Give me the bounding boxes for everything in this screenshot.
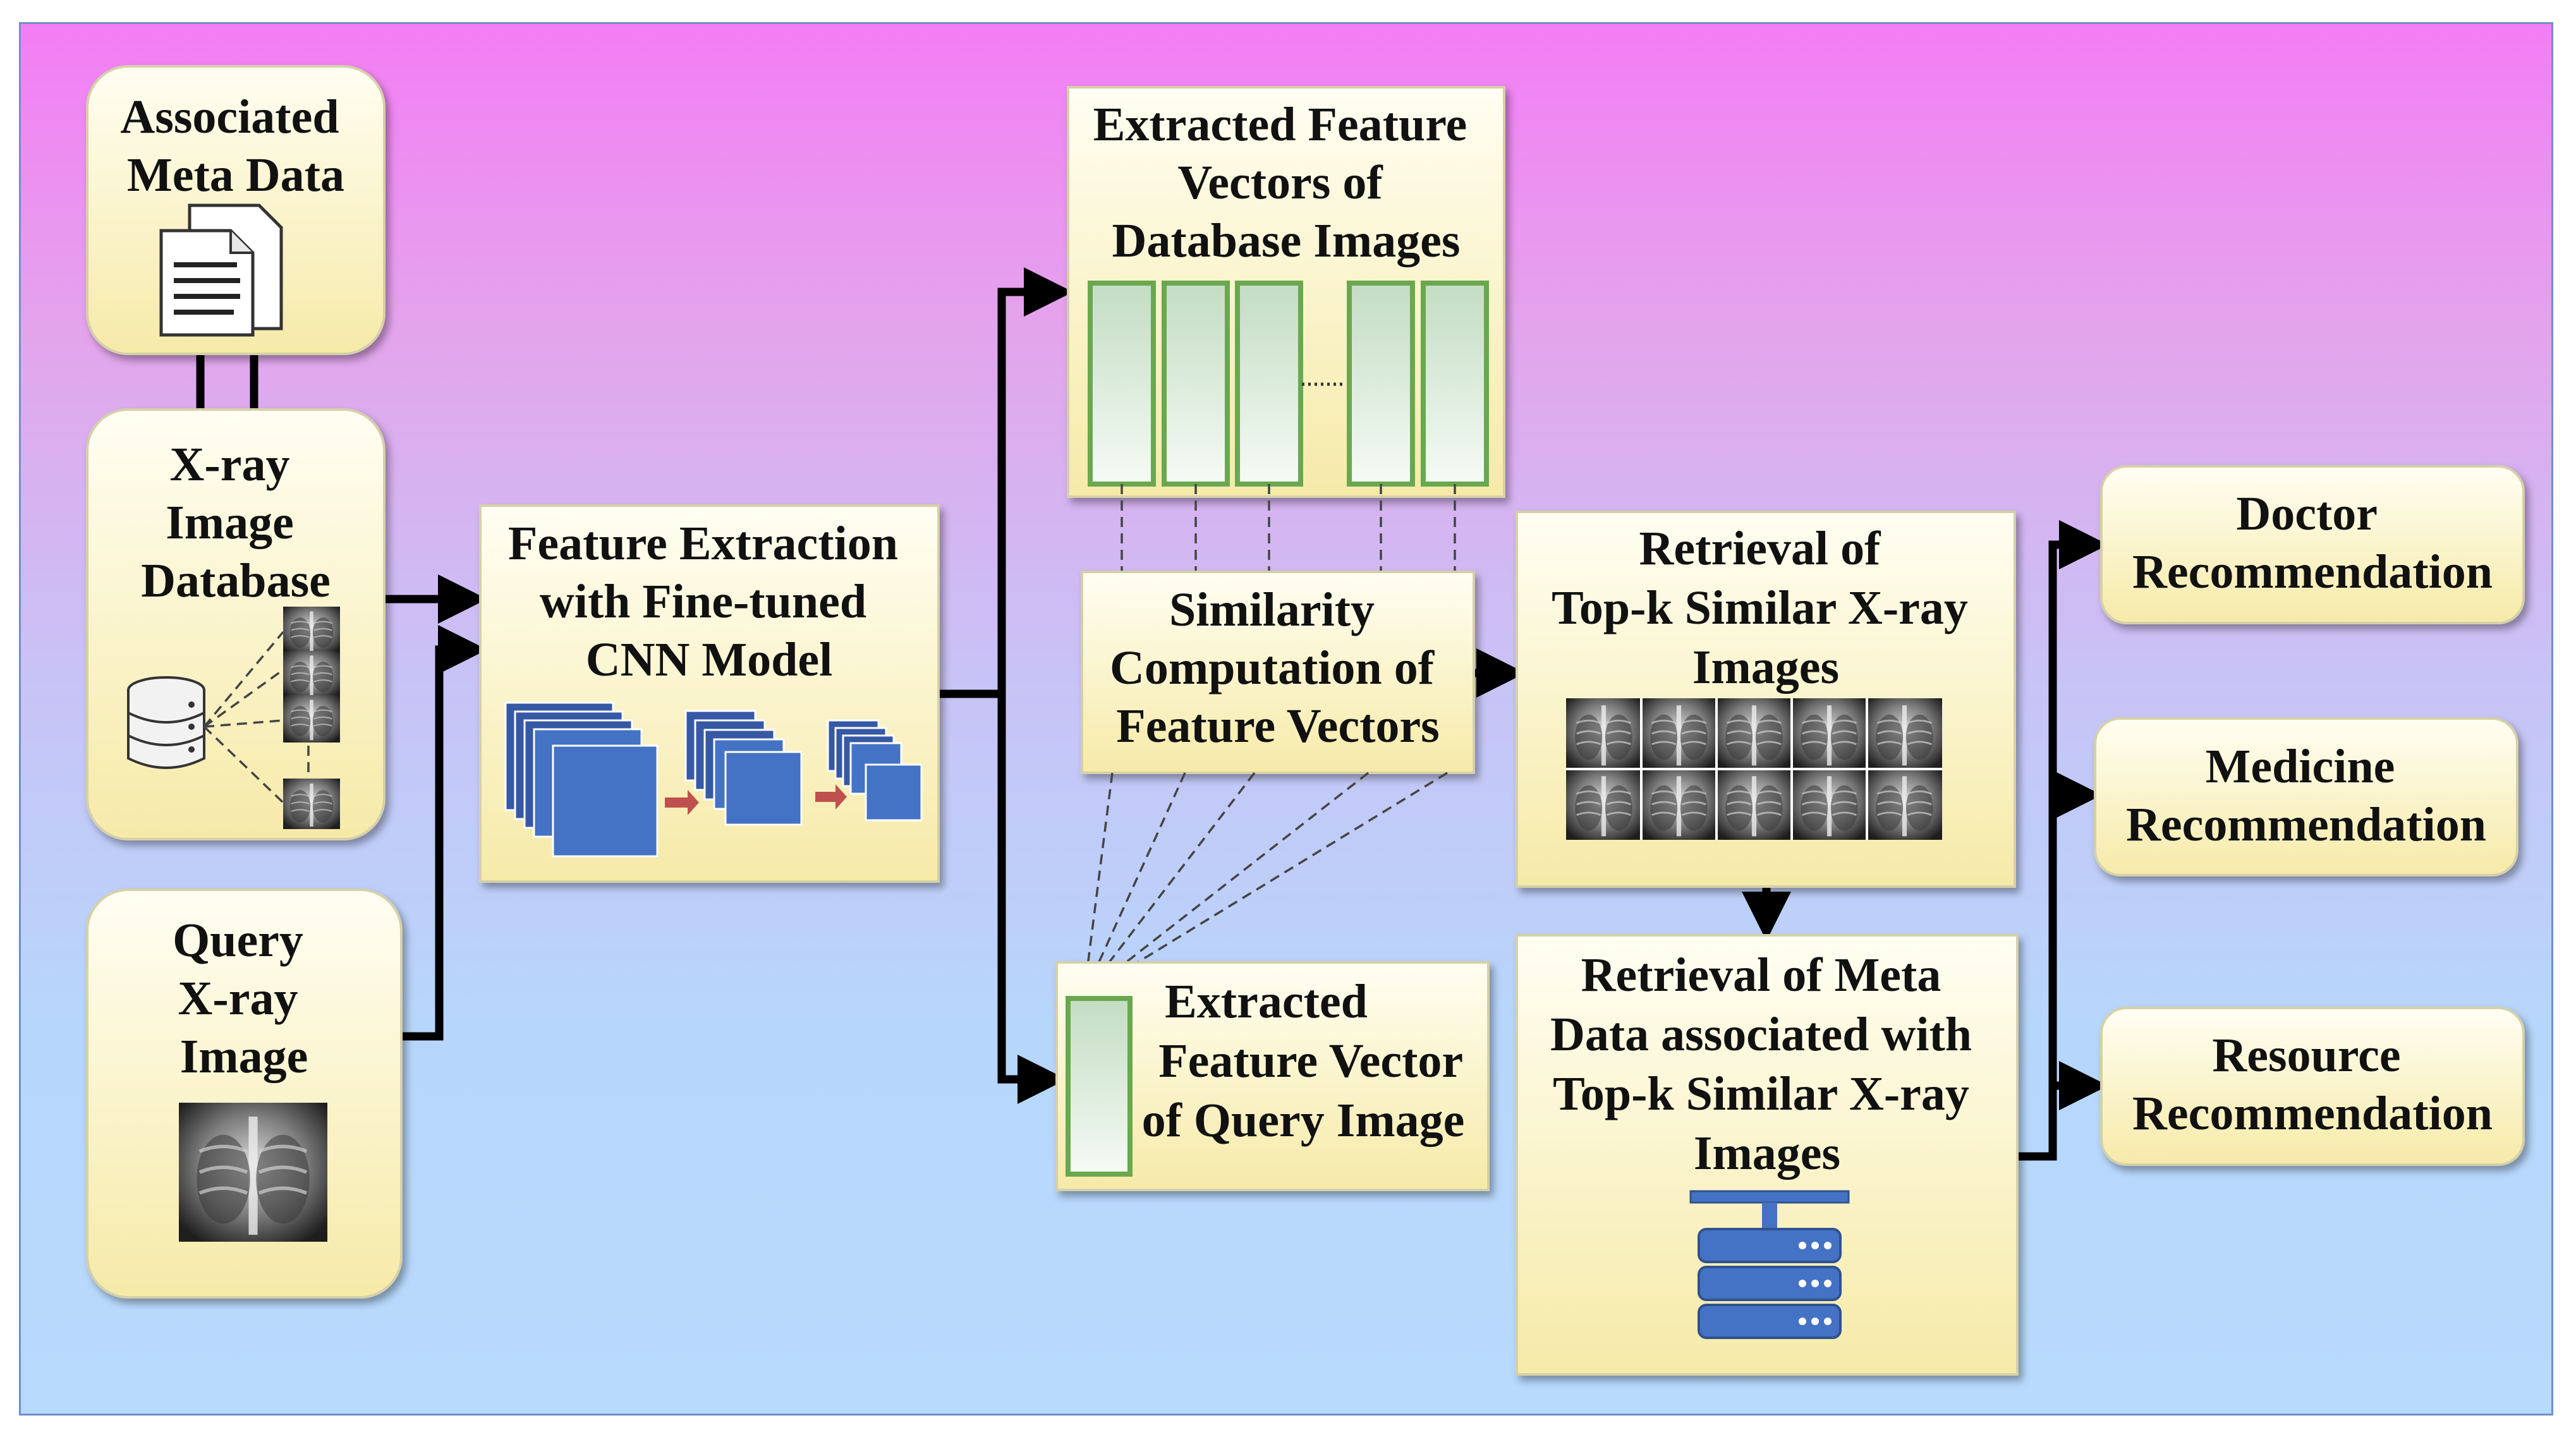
document-icon xyxy=(159,203,283,337)
box-associated-metadata: Associated Meta Data xyxy=(86,65,386,355)
connector-metadata-db xyxy=(196,354,258,409)
query-label: Query X-ray Image xyxy=(173,914,315,1083)
similarity-label: Similarity Computation of Feature Vector… xyxy=(1110,583,1446,753)
box-retrieval-images: Retrieval of Top-k Similar X-ray Images xyxy=(1516,511,2016,888)
retrieval-images-label: Retrieval of Top-k Similar X-ray Images xyxy=(1552,522,1980,694)
resource-label: Resource Recommendation xyxy=(2132,1029,2493,1140)
metadata-label: Associated Meta Data xyxy=(120,90,351,202)
arrow-cnn-to-db-vectors xyxy=(939,267,1073,698)
box-query-xray: Query X-ray Image xyxy=(86,888,403,1299)
feature-extraction-label: Feature Extraction with Fine-tuned CNN M… xyxy=(508,517,910,686)
medicine-label: Medicine Recommendation xyxy=(2126,740,2486,851)
arrow-meta-to-recommendations xyxy=(2017,520,2108,1161)
similarity-query-links xyxy=(1083,772,1448,997)
db-vectors-label: Extracted Feature Vectors of Database Im… xyxy=(1093,98,1479,267)
box-resource-recommendation: Resource Recommendation xyxy=(2100,1007,2525,1166)
query-feature-vector-bar xyxy=(1066,996,1133,1177)
box-feature-extraction: Feature Extraction with Fine-tuned CNN M… xyxy=(479,504,940,883)
box-xray-database: X-ray Image Database xyxy=(86,408,386,840)
retrieval-meta-label: Retrieval of Meta Data associated with T… xyxy=(1550,949,1984,1180)
doctor-label: Doctor Recommendation xyxy=(2132,487,2493,598)
database-image-links xyxy=(203,631,310,804)
query-xray-image xyxy=(179,1103,327,1242)
box-db-feature-vectors: Extracted Feature Vectors of Database Im… xyxy=(1067,86,1505,498)
box-query-feature-vector: Extracted Feature Vector of Query Image xyxy=(1055,961,1490,1191)
xray-db-label: X-ray Image Database xyxy=(141,438,331,607)
box-retrieval-metadata: Retrieval of Meta Data associated with T… xyxy=(1516,934,2019,1376)
database-xray-thumbnails xyxy=(283,607,340,829)
top-k-xray-grid xyxy=(1566,698,1942,840)
database-icon xyxy=(127,676,205,769)
db-vectors-similarity-links xyxy=(1121,484,1456,572)
box-doctor-recommendation: Doctor Recommendation xyxy=(2100,465,2525,624)
box-similarity: Similarity Computation of Feature Vector… xyxy=(1081,571,1475,774)
arrow-query-to-cnn xyxy=(401,625,487,1041)
server-stack-icon xyxy=(1689,1190,1850,1339)
arrow-cnn-to-query-vector xyxy=(997,694,1067,1104)
cnn-layers-icon xyxy=(504,701,923,858)
query-vector-label: Extracted Feature Vector of Query Image xyxy=(1142,975,1474,1147)
db-feature-vector-bars xyxy=(1088,281,1489,487)
box-medicine-recommendation: Medicine Recommendation xyxy=(2094,717,2518,876)
